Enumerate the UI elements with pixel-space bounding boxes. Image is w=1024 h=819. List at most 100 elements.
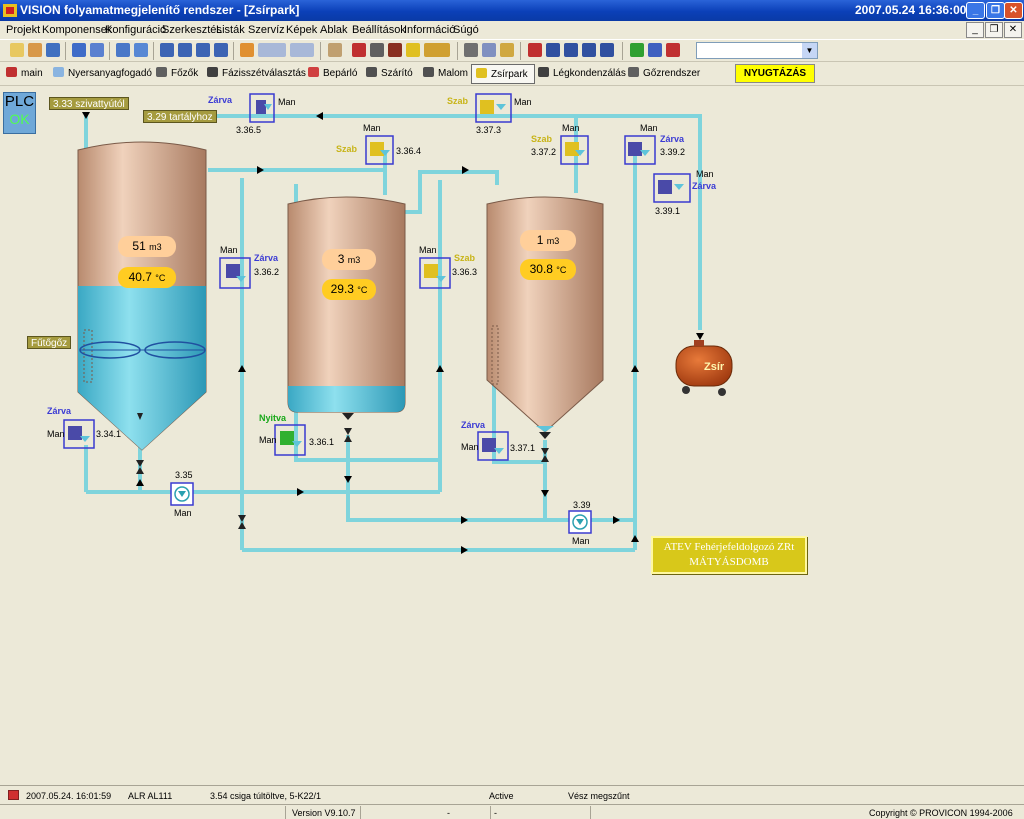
tools-icon[interactable] — [328, 43, 342, 57]
copy-component-icon[interactable] — [90, 43, 104, 57]
help-icon[interactable] — [666, 43, 680, 57]
import-icon[interactable] — [116, 43, 130, 57]
pump-3-39[interactable] — [568, 510, 592, 534]
pump-3-35[interactable] — [170, 482, 194, 506]
pin-icon[interactable] — [352, 43, 366, 57]
valve-3-36-4-mode: Man — [363, 123, 381, 133]
menu-projekt[interactable]: Projekt — [6, 24, 41, 36]
new-project-icon[interactable] — [10, 43, 24, 57]
tag-to-tank: 3.29 tartályhoz — [143, 110, 217, 123]
valve-3-36-1-state: Nyitva — [259, 413, 287, 423]
valve-3-39-1-mode: Man — [696, 169, 714, 179]
tab-main[interactable]: main — [6, 67, 43, 79]
tab-legkondenzalas[interactable]: Légkondenzálás — [538, 67, 626, 79]
pump-3-39-id: 3.39 — [573, 500, 591, 510]
export-icon[interactable] — [134, 43, 148, 57]
valve-3-36-2[interactable] — [219, 257, 251, 289]
mdi-minimize-button[interactable]: _ — [966, 22, 984, 38]
valve-3-36-3[interactable] — [419, 257, 451, 289]
cascade-icon[interactable] — [546, 43, 560, 57]
screen-select[interactable]: ▼ — [696, 42, 818, 59]
separator-icon — [207, 67, 218, 77]
page-copy-icon[interactable] — [178, 43, 192, 57]
valve-3-34-1[interactable] — [63, 419, 95, 449]
tile-vertical-icon[interactable] — [582, 43, 596, 57]
menu-szerkesztes[interactable]: Szerkesztés — [162, 24, 222, 36]
mill-icon — [423, 67, 434, 77]
tab-gozrendszer[interactable]: Gőzrendszer — [628, 67, 700, 79]
tank2-temperature: 29.3 °C — [322, 279, 376, 300]
paste-icon[interactable] — [500, 43, 514, 57]
valve-3-36-4-id: 3.36.4 — [396, 146, 422, 156]
valve-3-37-3[interactable] — [475, 93, 512, 123]
cut-icon[interactable] — [464, 43, 478, 57]
tab-szarito[interactable]: Szárító — [366, 67, 413, 79]
flask-icon[interactable] — [406, 43, 420, 57]
valve-3-34-1-mode: Man — [47, 429, 65, 439]
valve-3-39-2-state: Zárva — [660, 134, 685, 144]
tank-icon — [476, 68, 487, 78]
valve-3-37-2[interactable] — [560, 135, 589, 165]
plc-ok: OK — [9, 111, 30, 127]
title-bar: VISION folyamatmegjelenítő rendszer - [Z… — [0, 0, 1024, 21]
hand-icon[interactable] — [240, 43, 254, 57]
tab-fozok[interactable]: Főzők — [156, 67, 198, 79]
open-icon[interactable] — [28, 43, 42, 57]
grid-icon[interactable] — [370, 43, 384, 57]
menu-beallitasok[interactable]: Beállítások — [352, 24, 406, 36]
valve-3-39-1[interactable] — [653, 173, 691, 203]
tab-beparlo[interactable]: Bepárló — [308, 67, 357, 79]
menu-ablak[interactable]: Ablak — [320, 24, 348, 36]
forward-arrow-icon[interactable] — [290, 43, 314, 57]
menu-komponensek[interactable]: Komponensek — [42, 24, 113, 36]
save-icon[interactable] — [46, 43, 60, 57]
tank1-temperature: 40.7 °C — [118, 267, 176, 288]
mdi-restore-button[interactable]: ❐ — [985, 22, 1003, 38]
valve-3-36-1[interactable] — [274, 424, 306, 456]
component-icon[interactable] — [72, 43, 86, 57]
status-field-1: - — [447, 808, 450, 818]
valve-3-36-4[interactable] — [365, 135, 394, 165]
tab-zsirpark[interactable]: Zsírpark — [471, 64, 535, 84]
acknowledge-button[interactable]: NYUGTÁZÁS — [735, 64, 815, 83]
tab-fazisszetvalasztas[interactable]: Fázisszétválasztás — [207, 67, 306, 79]
valve-3-37-1[interactable] — [477, 431, 509, 461]
copy-icon[interactable] — [482, 43, 496, 57]
book-icon[interactable] — [388, 43, 402, 57]
tank2-volume: 3 m3 — [322, 249, 376, 270]
tile-horizontal-icon[interactable] — [564, 43, 578, 57]
truck-label: Zsír — [704, 361, 725, 373]
valve-3-36-5[interactable] — [249, 93, 275, 123]
edit-icon[interactable] — [648, 43, 662, 57]
menu-konfiguracio[interactable]: Konfiguráció — [105, 24, 167, 36]
disk-icon[interactable] — [196, 43, 210, 57]
plc-status: PLC OK — [3, 92, 36, 134]
alarm-state: Active — [489, 791, 514, 801]
arrange-icon[interactable] — [600, 43, 614, 57]
menu-sugo[interactable]: Súgó — [453, 24, 479, 36]
back-arrow-icon[interactable] — [258, 43, 286, 57]
tag-heating-steam: Fűtőgőz — [27, 336, 72, 349]
mdi-close-button[interactable]: ✕ — [1004, 22, 1022, 38]
menu-szerviz[interactable]: Szervíz — [248, 24, 285, 36]
valve-3-36-3-mode: Man — [419, 245, 437, 255]
palette-icon[interactable] — [424, 43, 450, 57]
menu-informacio[interactable]: Információ — [404, 24, 456, 36]
menu-kepek[interactable]: Képek — [286, 24, 318, 36]
calculator-icon[interactable] — [630, 43, 644, 57]
tank1-volume: 51 m3 — [118, 236, 176, 257]
window-icon[interactable] — [528, 43, 542, 57]
chevron-down-icon[interactable]: ▼ — [802, 43, 817, 58]
valve-3-36-2-state: Zárva — [254, 253, 279, 263]
page-icon[interactable] — [160, 43, 174, 57]
minimize-button[interactable]: _ — [966, 2, 985, 19]
tank3-temperature: 30.8 °C — [520, 259, 576, 280]
status-bar: 2007.05.24. 16:01:59 ALR AL111 3.54 csig… — [0, 785, 1024, 819]
tab-nyersanyagfogado[interactable]: Nyersanyagfogadó — [53, 67, 152, 79]
valve-3-39-2[interactable] — [624, 135, 656, 165]
menu-listak[interactable]: Listák — [216, 24, 245, 36]
play-icon[interactable] — [214, 43, 228, 57]
close-button[interactable]: ✕ — [1004, 2, 1023, 19]
toolbar-separator — [622, 42, 623, 60]
tab-malom[interactable]: Malom — [423, 67, 468, 79]
